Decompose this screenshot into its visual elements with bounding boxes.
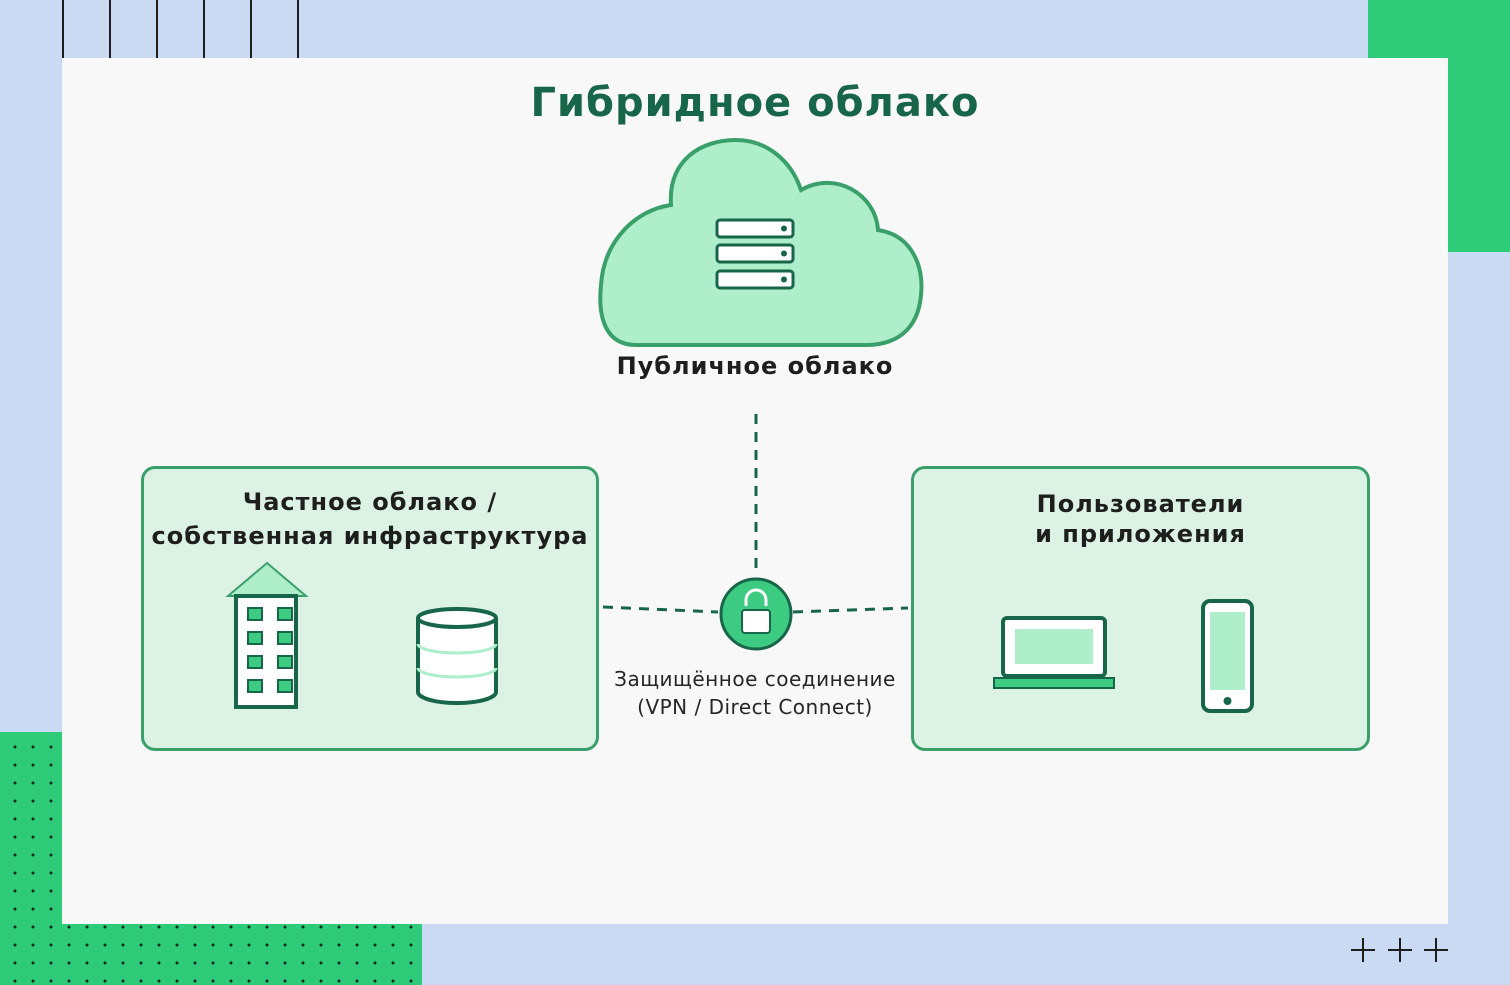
cloud-icon <box>598 137 924 347</box>
connector-lock-to-users <box>792 606 909 614</box>
private-cloud-title-line2: собственная инфраструктура <box>151 522 589 550</box>
users-apps-title-line2: и приложения <box>1035 520 1246 548</box>
users-apps-title-line1: Пользователи <box>1036 490 1245 518</box>
private-cloud-title-line1: Частное облако / <box>242 488 498 516</box>
secure-connection-sublabel: (VPN / Direct Connect) <box>637 695 873 719</box>
users-apps-panel <box>911 466 1370 751</box>
diagram-title: Гибридное облако <box>530 80 980 126</box>
private-cloud-panel <box>141 466 599 751</box>
secure-connection-label: Защищённое соединение <box>614 667 896 691</box>
decorative-plus-signs <box>1349 936 1459 972</box>
smartphone-icon <box>1201 599 1254 713</box>
decorative-vertical-lines <box>62 0 302 58</box>
building-icon <box>225 561 309 709</box>
database-icon <box>416 607 498 705</box>
public-cloud-label: Публичное облако <box>616 352 894 380</box>
connector-private-to-lock <box>602 605 719 614</box>
lock-icon <box>719 577 793 651</box>
server-rack-icon <box>715 218 795 290</box>
laptop-icon <box>993 616 1115 689</box>
